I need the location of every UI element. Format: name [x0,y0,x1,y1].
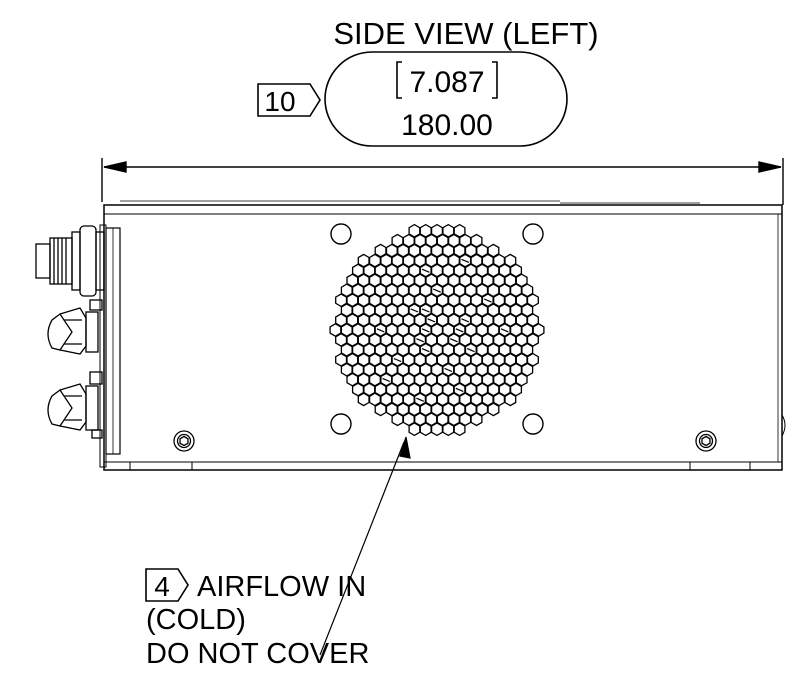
grille-hole [532,323,545,337]
airflow-note: 4 AIRFLOW IN (COLD) DO NOT COVER [145,568,369,670]
fan-blade-shadow [393,357,402,363]
fan-blade-shadow [421,308,430,313]
screw-left-icon [173,430,195,452]
inch-bracket-left [396,61,402,99]
fan-grille [329,223,545,437]
fan-blade-shadow [483,298,492,303]
grille-hole [374,402,387,417]
airflow-note-line3: DO NOT COVER [146,638,369,670]
airflow-callout-flag [145,568,189,602]
grille-hole [504,392,517,407]
fan-blade-shadow [433,288,441,293]
dimension-inches: 7.087 [409,66,484,99]
fan-blade-shadow [461,258,470,263]
fan-blade-shadow [421,348,430,353]
fan-blade-shadow [455,328,464,333]
dimension-oval-outline [324,51,568,147]
grille-hole [391,412,404,427]
fan-blade-shadow [461,318,470,323]
screw-right-icon [695,430,717,452]
fan-blade-shadow [410,308,419,313]
grille-hole [419,422,432,437]
grille-hole [521,342,534,357]
connector-bottom [47,371,103,439]
fan-blade-shadow [444,367,453,373]
grille-hole [430,422,444,437]
grille-hole [470,233,483,248]
grille-hole [526,352,539,367]
dimension-callout: 10 [257,83,321,117]
dimension-oval: 7.087 180.00 [324,51,568,147]
grille-hole [487,402,500,417]
chassis [99,200,786,471]
grille-hole [509,263,523,278]
fan-blade-shadow [376,328,385,333]
fan-blade-shadow [416,338,425,343]
connector-top [35,225,105,297]
dimension-line [101,158,784,205]
grille-hole [357,392,370,407]
airflow-note-line2: (COLD) [146,604,246,636]
grille-hole [442,422,455,437]
grille-hole [453,422,466,437]
fan-blade-shadow [416,397,425,402]
mount-hole-top-left [330,223,352,245]
grille-hole [487,243,500,258]
airflow-note-line1: AIRFLOW IN [197,571,366,603]
mount-hole-bottom-left [330,413,352,435]
airflow-callout-number: 4 [154,571,170,602]
grille-hole [526,313,539,328]
grille-hole [509,382,523,397]
fan-blade-shadow [421,328,430,333]
fan-blade-shadow [466,348,475,353]
connector-middle [47,299,103,355]
inch-bracket-right [492,61,498,99]
grille-hole [470,412,483,427]
mount-hole-top-right [522,223,544,245]
grille-hole [408,422,421,437]
airflow-leader [319,436,411,656]
fan-blade-shadow [455,387,464,392]
fan-blade-shadow [449,338,458,343]
grille-hole [526,332,539,347]
grille-hole [521,362,534,377]
fan-blade-shadow [500,328,509,333]
grille-hole [526,293,539,308]
view-title: SIDE VIEW (LEFT) [333,16,598,51]
fan-blade-shadow [382,377,391,383]
fan-blade-shadow [421,268,430,273]
mount-hole-bottom-right [522,413,544,435]
dimension-callout-flag [257,83,321,117]
dimension-millimeters: 180.00 [401,109,493,142]
fan-blade-shadow [427,318,436,323]
fan-mount-holes [330,223,544,435]
dimension-callout-number: 10 [264,86,295,117]
